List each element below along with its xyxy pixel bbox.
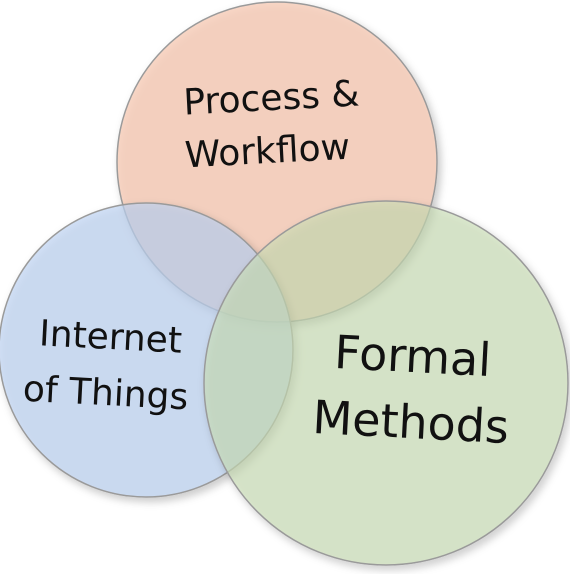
venn-labels: Process & Workflow Internet of Things Fo… <box>22 73 510 454</box>
label-iot-line-1: Internet <box>38 313 183 361</box>
label-formal-line-2: Methods <box>311 390 510 454</box>
label-process-line-2: Workflow <box>184 127 351 177</box>
label-process-line-1: Process & <box>182 73 360 123</box>
circle-formal-methods <box>203 200 569 566</box>
label-formal-line-1: Formal <box>333 325 492 387</box>
label-iot-line-2: of Things <box>22 369 189 419</box>
